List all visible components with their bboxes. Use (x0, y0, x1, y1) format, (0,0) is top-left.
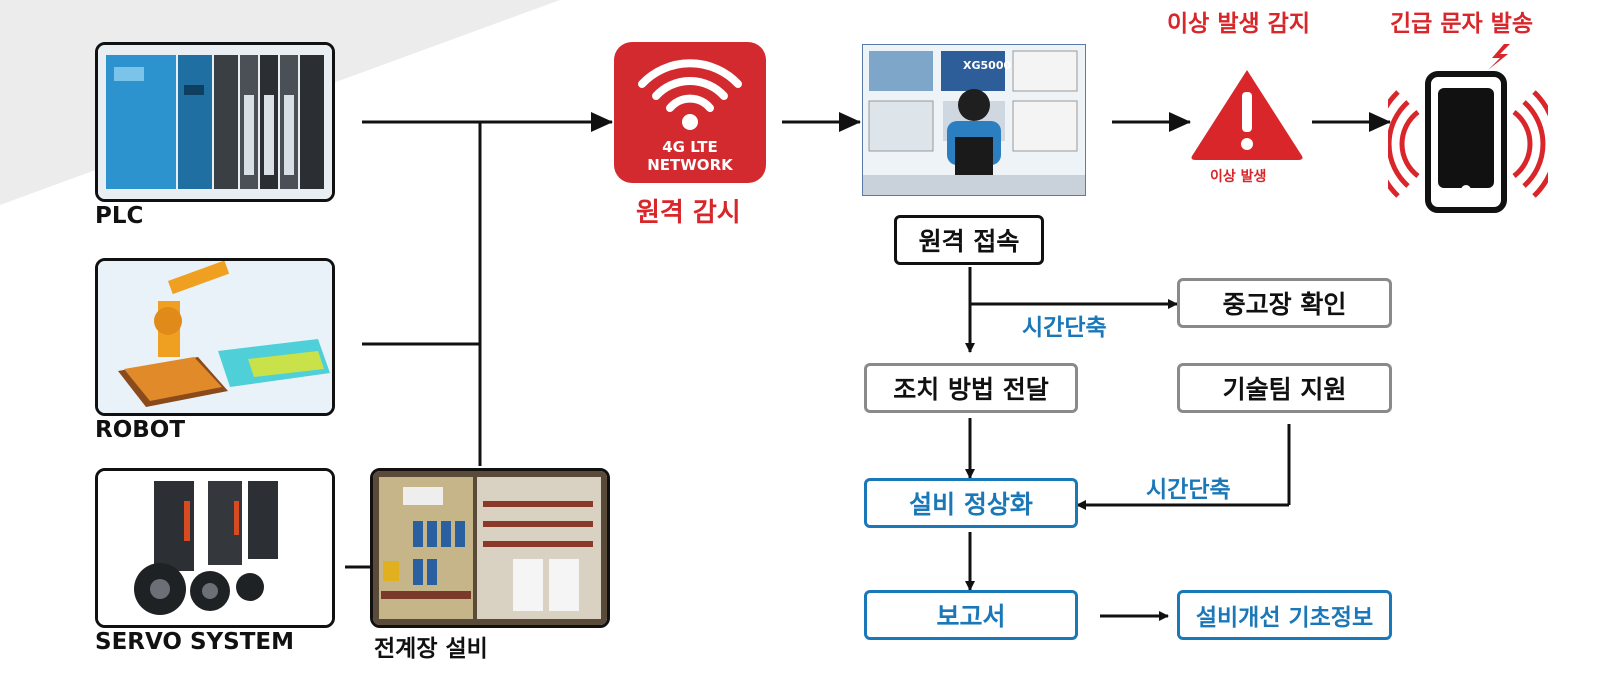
monitoring-operator-image: XG5000 (862, 44, 1086, 196)
robot-label: ROBOT (95, 417, 186, 443)
tech-support-box: 기술팀 지원 (1177, 363, 1392, 413)
remote-access-box: 원격 접속 (894, 215, 1044, 265)
normalize-box: 설비 정상화 (864, 478, 1078, 528)
lte-network-icon: 4G LTE NETWORK (614, 42, 766, 183)
time-reduce-label-1: 시간단축 (1022, 315, 1107, 341)
panel-image (370, 468, 610, 628)
improve-info-box: 설비개선 기초정보 (1177, 590, 1392, 640)
plc-image (95, 42, 335, 202)
deliver-action-box: 조치 방법 전달 (864, 363, 1078, 413)
sms-heading: 긴급 문자 발송 (1390, 11, 1533, 37)
servo-image (95, 468, 335, 628)
lte-line1: 4G LTE (662, 138, 718, 156)
report-box: 보고서 (864, 590, 1078, 640)
lte-line2: NETWORK (647, 156, 733, 174)
monitor-screen-brand: XG5000 (963, 59, 1012, 72)
time-reduce-label-2: 시간단축 (1146, 477, 1231, 503)
panel-label: 전계장 설비 (374, 636, 488, 662)
phone-vibrate-icon (1388, 44, 1548, 213)
alert-icon-caption: 이상 발생 (1210, 169, 1267, 185)
robot-image (95, 258, 335, 416)
check-spare-box: 중고장 확인 (1177, 278, 1392, 328)
warning-icon (1191, 70, 1303, 160)
plc-label: PLC (95, 203, 144, 229)
servo-label: SERVO SYSTEM (95, 629, 295, 655)
alert-heading: 이상 발생 감지 (1167, 11, 1310, 37)
remote-monitor-caption: 원격 감시 (636, 198, 741, 228)
